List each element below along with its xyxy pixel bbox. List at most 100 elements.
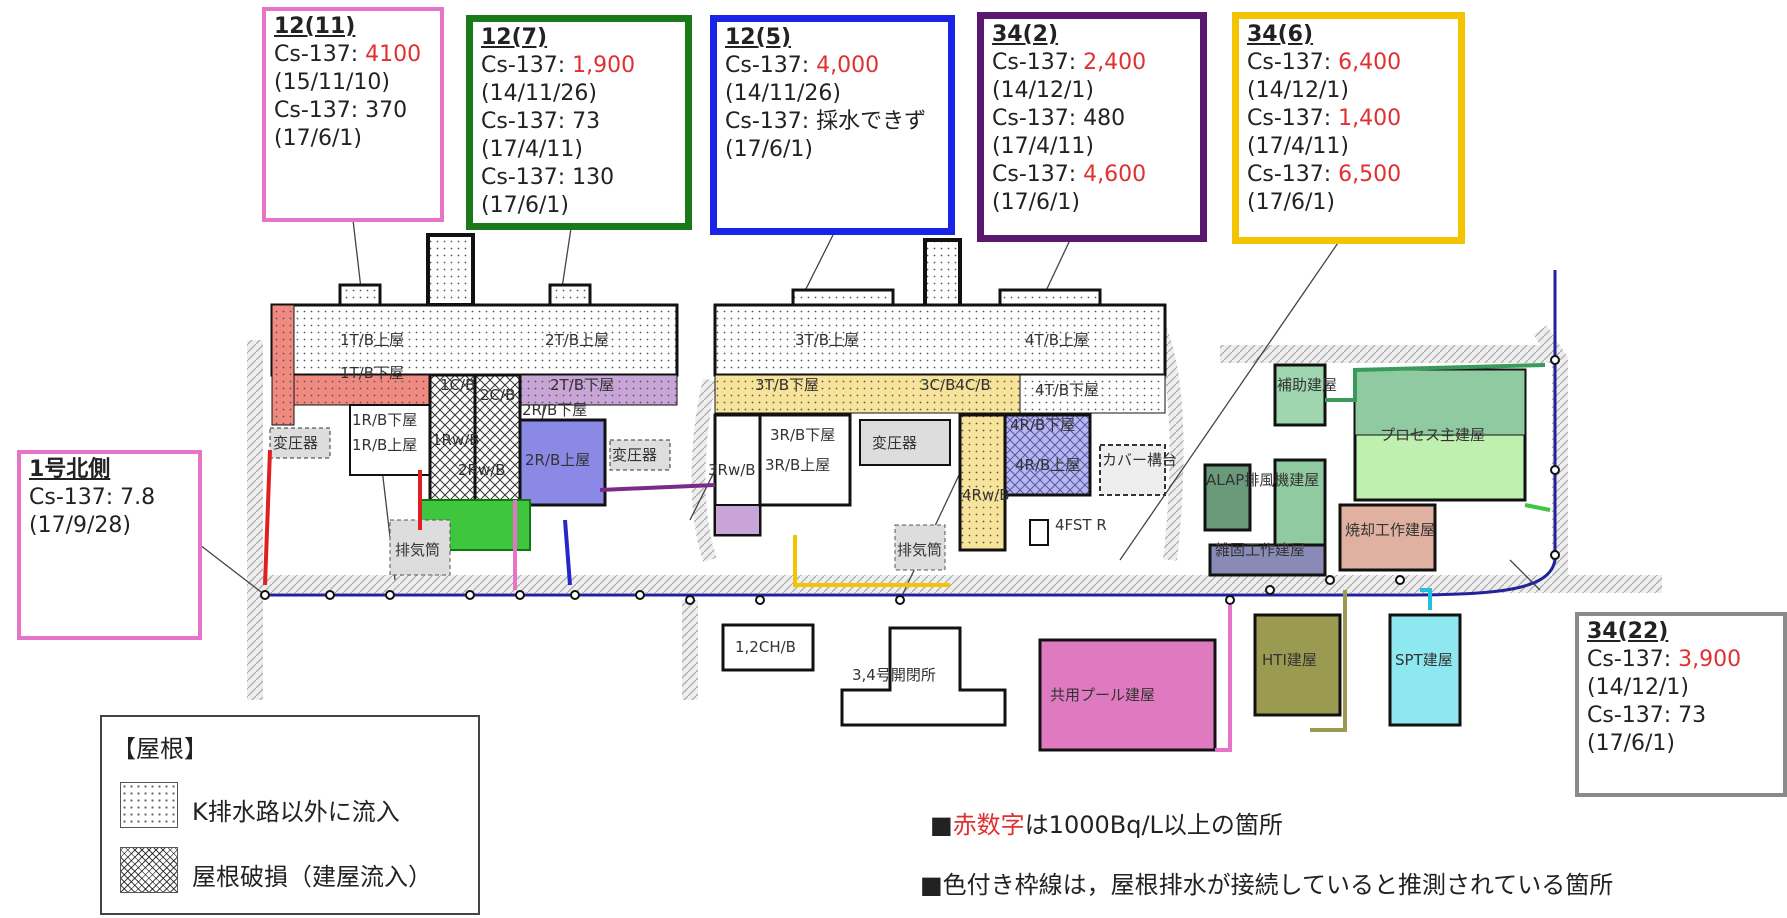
callout-date: (14/11/26) <box>725 81 841 106</box>
site-roads <box>247 325 1662 700</box>
measurement-label: Cs-137: <box>1587 703 1679 728</box>
measurement-value: 4,000 <box>816 53 880 78</box>
measurement-label: Cs-137: <box>1587 647 1679 672</box>
measurement-value: 1,900 <box>572 53 636 78</box>
callout-measurement: Cs-137: 6,500 <box>1247 161 1450 189</box>
callout-measurement: Cs-137: 7.8 <box>29 484 190 512</box>
callout-measurement: Cs-137: 2,400 <box>992 49 1192 77</box>
callout-title: 34(6) <box>1247 22 1314 47</box>
svg-text:1,2CH/B: 1,2CH/B <box>735 638 796 656</box>
measurement-value: 480 <box>1083 106 1126 131</box>
legend-cross-swatch <box>120 847 178 893</box>
callout-measurement: Cs-137: 480 <box>992 105 1192 133</box>
svg-text:4FST R: 4FST R <box>1055 516 1107 534</box>
svg-text:HTI建屋: HTI建屋 <box>1262 651 1317 669</box>
svg-text:変圧器: 変圧器 <box>273 434 318 452</box>
callout-12-7: 12(7)Cs-137: 1,900(14/11/26)Cs-137: 73(1… <box>466 15 692 230</box>
callout-date: (15/11/10) <box>274 70 390 95</box>
callout-measurement: Cs-137: 4,000 <box>725 52 940 80</box>
callout-measurement: Cs-137: 4,600 <box>992 161 1192 189</box>
measurement-label: Cs-137: <box>1247 50 1339 75</box>
svg-text:3,4号開閉所: 3,4号開閉所 <box>852 666 936 684</box>
callout-measurement: Cs-137: 73 <box>1587 702 1775 730</box>
facility-buildings <box>721 363 1527 752</box>
svg-text:4T/B上屋: 4T/B上屋 <box>1025 331 1089 349</box>
callout-date: (17/6/1) <box>274 126 362 151</box>
legend: 【屋根】 K排水路以外に流入 屋根破損（建屋流入） <box>100 715 480 915</box>
legend-title: 【屋根】 <box>112 735 208 763</box>
callout-title: 1号北側 <box>29 457 111 482</box>
callout-measurement: Cs-137: 130 <box>481 164 677 192</box>
callout-title: 34(22) <box>1587 619 1669 644</box>
callout-title: 34(2) <box>992 22 1059 47</box>
svg-text:変圧器: 変圧器 <box>612 446 657 464</box>
measurement-label: Cs-137: <box>1247 162 1339 187</box>
measurement-value: 4100 <box>365 42 422 67</box>
svg-text:1T/B上屋: 1T/B上屋 <box>340 331 404 349</box>
measurement-label: Cs-137: <box>274 98 366 123</box>
manholes <box>260 355 1560 605</box>
svg-text:2Rw/B: 2Rw/B <box>458 461 506 479</box>
callout-12-11: 12(11)Cs-137: 4100(15/11/10)Cs-137: 370(… <box>262 7 444 222</box>
measurement-label: Cs-137: <box>725 109 817 134</box>
svg-text:1Rw/B: 1Rw/B <box>432 431 480 449</box>
measurement-label: Cs-137: <box>1247 106 1339 131</box>
svg-text:補助建屋: 補助建屋 <box>1277 376 1337 394</box>
callout-measurement: Cs-137: 1,900 <box>481 52 677 80</box>
svg-text:SPT建屋: SPT建屋 <box>1395 651 1453 669</box>
legend-dots-swatch <box>120 782 178 828</box>
measurement-value: 73 <box>1678 703 1707 728</box>
svg-text:4R/B上屋: 4R/B上屋 <box>1015 456 1080 474</box>
svg-text:2T/B上屋: 2T/B上屋 <box>545 331 609 349</box>
callout-title: 12(11) <box>274 14 356 39</box>
legend-item-1: K排水路以外に流入 <box>192 798 400 826</box>
svg-text:排気筒: 排気筒 <box>897 541 942 559</box>
svg-text:2T/B下屋: 2T/B下屋 <box>550 376 614 394</box>
svg-text:1T/B下屋: 1T/B下屋 <box>340 364 404 382</box>
svg-text:焼却工作建屋: 焼却工作建屋 <box>1345 521 1435 539</box>
callout-date: (17/6/1) <box>725 137 813 162</box>
measurement-value: 6,400 <box>1338 50 1402 75</box>
reactor-buildings <box>269 373 1166 576</box>
callout-date: (17/4/11) <box>481 137 583 162</box>
measurement-label: Cs-137: <box>725 53 817 78</box>
callout-measurement: Cs-137: 6,400 <box>1247 49 1450 77</box>
measurement-label: Cs-137: <box>274 42 366 67</box>
measurement-label: Cs-137: <box>481 53 573 78</box>
svg-text:1R/B下屋: 1R/B下屋 <box>352 411 417 429</box>
svg-text:共用プール建屋: 共用プール建屋 <box>1050 686 1155 704</box>
building-labels: 1T/B上屋 1T/B下屋 2T/B上屋 2T/B下屋 3T/B上屋 3T/B下… <box>273 331 1485 704</box>
measurement-value: 7.8 <box>120 485 156 510</box>
svg-text:3Rw/B: 3Rw/B <box>708 461 756 479</box>
measurement-value: 73 <box>572 109 601 134</box>
callout-date: (17/4/11) <box>992 134 1094 159</box>
svg-text:排気筒: 排気筒 <box>395 541 440 559</box>
measurement-value: 130 <box>572 165 615 190</box>
svg-text:4R/B下屋: 4R/B下屋 <box>1010 416 1075 434</box>
measurement-value: 3,900 <box>1678 647 1742 672</box>
measurement-label: Cs-137: <box>992 50 1084 75</box>
note-red-values: ■赤数字は1000Bq/L以上の箇所 <box>930 811 1283 839</box>
callout-34-6: 34(6)Cs-137: 6,400(14/12/1)Cs-137: 1,400… <box>1232 12 1465 244</box>
callout-measurement: Cs-137: 3,900 <box>1587 646 1775 674</box>
drain-lines <box>262 270 1557 752</box>
callout-title: 12(7) <box>481 25 548 50</box>
legend-item-2: 屋根破損（建屋流入） <box>192 863 432 891</box>
callout-date: (17/9/28) <box>29 513 131 538</box>
measurement-value: 2,400 <box>1083 50 1147 75</box>
callout-title: 12(5) <box>725 25 792 50</box>
svg-text:3R/B下屋: 3R/B下屋 <box>770 426 835 444</box>
callout-measurement: Cs-137: 4100 <box>274 41 432 69</box>
measurement-label: Cs-137: <box>29 485 121 510</box>
svg-text:プロセス主建屋: プロセス主建屋 <box>1380 426 1485 444</box>
svg-text:雑固工作建屋: 雑固工作建屋 <box>1215 541 1305 559</box>
measurement-label: Cs-137: <box>481 165 573 190</box>
callout-date: (17/6/1) <box>1247 190 1335 215</box>
svg-text:4Rw/B: 4Rw/B <box>962 486 1010 504</box>
callout-date: (14/11/26) <box>481 81 597 106</box>
callout-date: (14/12/1) <box>1587 675 1689 700</box>
callout-date: (17/4/11) <box>1247 134 1349 159</box>
callout-measurement: Cs-137: 1,400 <box>1247 105 1450 133</box>
